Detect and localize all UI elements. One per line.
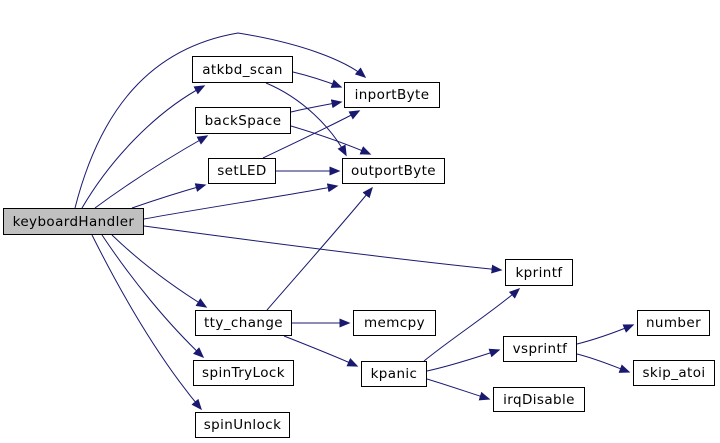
node-memcpy[interactable]: memcpy: [353, 310, 436, 336]
node-vsprintf[interactable]: vsprintf: [503, 336, 577, 362]
node-skip_atoi[interactable]: skip_atoi: [633, 360, 715, 386]
edge-keyboardHandler-setLED: [131, 183, 207, 209]
edge-keyboardHandler-spinTryLock: [101, 234, 205, 359]
edge-keyboardHandler-tty_change: [111, 234, 208, 308]
node-irqDisable[interactable]: irqDisable: [493, 387, 585, 412]
edge-kpanic-vsprintf: [426, 348, 501, 372]
edge-keyboardHandler-atkbd_scan: [81, 85, 206, 209]
edge-keyboardHandler-outportByte: [143, 183, 339, 220]
edge-vsprintf-skip_atoi: [576, 353, 631, 373]
edge-atkbd_scan-outportByte: [265, 82, 347, 157]
node-number[interactable]: number: [637, 310, 710, 336]
node-inportByte[interactable]: inportByte: [344, 82, 440, 108]
edge-kpanic-kprintf: [423, 288, 521, 362]
node-tty_change[interactable]: tty_change: [195, 310, 292, 336]
edge-setLED-inportByte: [262, 110, 361, 159]
edge-keyboardHandler-kprintf: [143, 225, 503, 274]
edge-keyboardHandler-spinUnlock: [91, 234, 202, 411]
edge-vsprintf-number: [576, 324, 635, 345]
node-keyboardHandler[interactable]: keyboardHandler: [3, 208, 144, 235]
edge-backSpace-outportByte: [290, 125, 372, 155]
edge-tty_change-kpanic: [283, 335, 359, 367]
edge-tty_change-outportByte: [266, 186, 373, 311]
edge-kpanic-irqDisable: [426, 378, 491, 401]
node-spinTryLock[interactable]: spinTryLock: [193, 360, 294, 386]
node-kprintf[interactable]: kprintf: [505, 259, 573, 286]
node-atkbd_scan[interactable]: atkbd_scan: [192, 56, 293, 83]
node-spinUnlock[interactable]: spinUnlock: [195, 412, 290, 438]
node-setLED[interactable]: setLED: [208, 158, 276, 184]
node-outportByte[interactable]: outportByte: [342, 158, 445, 184]
edge-keyboardHandler-backSpace: [94, 135, 209, 209]
edge-keyboardHandler-inportByte: [74, 32, 367, 209]
edge-backSpace-inportByte: [290, 99, 343, 113]
node-backSpace[interactable]: backSpace: [195, 107, 291, 134]
edge-atkbd_scan-inportByte: [292, 71, 343, 88]
node-kpanic[interactable]: kpanic: [361, 361, 427, 387]
